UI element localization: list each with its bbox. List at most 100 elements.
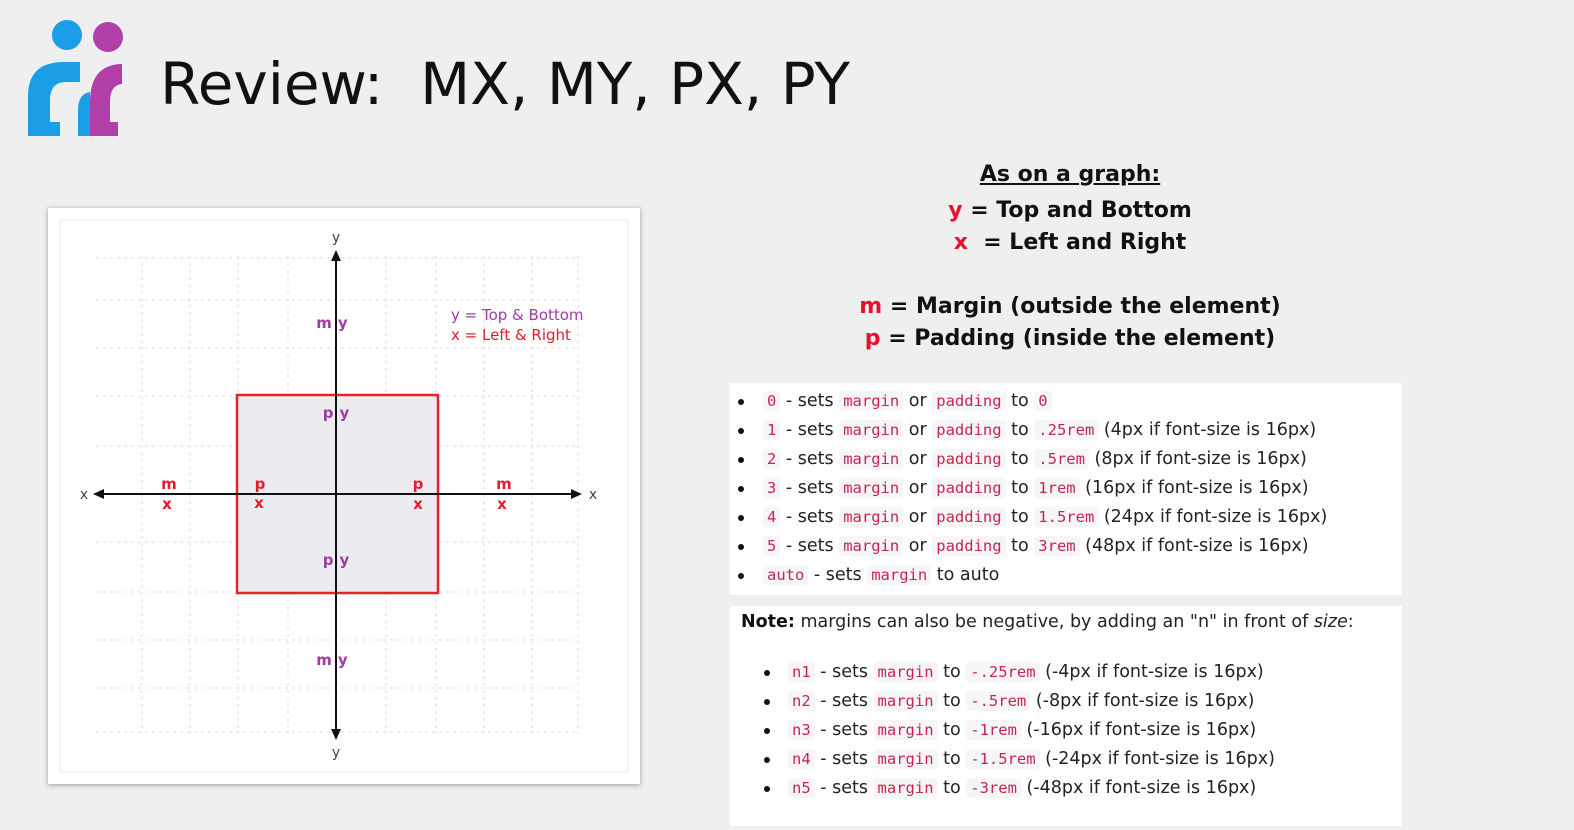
value-code: 3rem <box>1034 536 1080 556</box>
list-item-auto: auto - sets margin to auto <box>737 561 1327 590</box>
item-text: - sets <box>780 449 840 469</box>
margin-code: margin <box>839 449 904 469</box>
value-code: -3rem <box>966 778 1021 798</box>
margin-code: margin <box>873 749 938 769</box>
summary-heading: As on a graph: <box>979 162 1161 187</box>
summary-padding-line: p = Padding (inside the element) <box>830 326 1310 351</box>
note-text: Note: margins can also be negative, by a… <box>741 612 1354 632</box>
padding-code: padding <box>932 507 1006 527</box>
label-padding-right-p: p <box>413 475 424 493</box>
size-code: n2 <box>788 691 815 711</box>
list-item: n3 - sets margin to -1rem (-16px if font… <box>764 716 1275 745</box>
item-text: - sets <box>814 749 874 769</box>
summary-margin-line: m = Margin (outside the element) <box>830 294 1310 319</box>
item-text: or <box>903 391 933 411</box>
item-text: to <box>937 691 967 711</box>
item-text: to <box>937 662 967 682</box>
list-item: n2 - sets margin to -.5rem (-8px if font… <box>764 687 1275 716</box>
label-margin-top: my <box>316 314 353 332</box>
item-text: (48px if font-size is 16px) <box>1079 536 1309 556</box>
summary-m-key: m <box>859 294 883 319</box>
axis-label-x-left: x <box>80 487 88 503</box>
label-padding-top: py <box>323 404 356 422</box>
two-people-logo-icon <box>28 20 123 136</box>
value-code: 1rem <box>1034 478 1080 498</box>
item-text: - sets <box>814 720 874 740</box>
item-text: - sets <box>814 778 874 798</box>
margin-code: margin <box>839 391 904 411</box>
label-margin-right-x: x <box>497 495 507 513</box>
label-padding-bottom: py <box>323 551 356 569</box>
item-text: to <box>1005 449 1035 469</box>
value-code: -.25rem <box>966 662 1040 682</box>
size-code: 5 <box>763 536 781 556</box>
summary-y-key: y <box>948 198 963 223</box>
item-text: - sets <box>780 507 840 527</box>
list-item: n5 - sets margin to -3rem (-48px if font… <box>764 774 1275 803</box>
note-italic: size <box>1313 612 1348 632</box>
padding-code: padding <box>932 391 1006 411</box>
size-code: n3 <box>788 720 815 740</box>
value-code: -1.5rem <box>966 749 1040 769</box>
item-text: or <box>903 478 933 498</box>
item-text: (24px if font-size is 16px) <box>1098 507 1328 527</box>
value-code: 1.5rem <box>1034 507 1099 527</box>
margin-code: margin <box>839 507 904 527</box>
y-axis-top-arrow <box>331 250 341 261</box>
padding-code: padding <box>932 420 1006 440</box>
item-text: - sets <box>808 565 868 585</box>
summary-p-key: p <box>864 326 881 351</box>
note-end: : <box>1347 612 1354 632</box>
summary-x-text: = Left and Right <box>967 230 1187 255</box>
legend-y: y = Top & Bottom <box>451 306 584 324</box>
item-text: to <box>1005 478 1035 498</box>
item-text: (16px if font-size is 16px) <box>1079 478 1309 498</box>
item-text: or <box>903 536 933 556</box>
item-text: (-8px if font-size is 16px) <box>1030 691 1255 711</box>
margin-code: margin <box>873 691 938 711</box>
item-text: (-16px if font-size is 16px) <box>1020 720 1257 740</box>
item-text: - sets <box>780 536 840 556</box>
item-text: to auto <box>931 565 1000 585</box>
legend-x: x = Left & Right <box>451 326 571 344</box>
summary-x-key: x <box>953 230 968 255</box>
list-item: 4 - sets margin or padding to 1.5rem (24… <box>737 503 1328 532</box>
label-padding-right-x: x <box>413 495 423 513</box>
size-code: 2 <box>763 449 781 469</box>
margin-padding-diagram: x x y y y = Top & Bottom x = Left & Righ… <box>48 208 640 784</box>
diagram-canvas: x x y y y = Top & Bottom x = Left & Righ… <box>59 219 629 773</box>
value-code: .5rem <box>1034 449 1089 469</box>
margin-code: margin <box>873 778 938 798</box>
value-code: 0 <box>1034 391 1052 411</box>
value-code: .25rem <box>1034 420 1099 440</box>
summary-x-line: x = Left and Right <box>830 230 1310 255</box>
y-axis-bottom-arrow <box>331 729 341 740</box>
margin-code: margin <box>873 662 938 682</box>
item-text: to <box>937 778 967 798</box>
item-text: or <box>903 507 933 527</box>
item-text: to <box>1005 420 1035 440</box>
list-item: n1 - sets margin to -.25rem (-4px if fon… <box>764 658 1275 687</box>
list-item: 5 - sets margin or padding to 3rem (48px… <box>737 532 1327 561</box>
list-item: 3 - sets margin or padding to 1rem (16px… <box>737 474 1327 503</box>
item-text: (-24px if font-size is 16px) <box>1039 749 1275 769</box>
item-text: - sets <box>780 420 840 440</box>
size-code: 4 <box>763 507 781 527</box>
label-padding-left-x: x <box>254 494 264 512</box>
axis-label-x-right: x <box>589 487 597 503</box>
value-code: -.5rem <box>966 691 1031 711</box>
list-item: 1 - sets margin or padding to .25rem (4p… <box>737 416 1327 445</box>
item-text: to <box>1005 536 1035 556</box>
item-text: or <box>903 420 933 440</box>
value-code: -1rem <box>966 720 1021 740</box>
item-text: (-48px if font-size is 16px) <box>1020 778 1257 798</box>
list-item: 0 - sets margin or padding to 0 <box>737 387 1327 416</box>
note-body: margins can also be negative, by adding … <box>794 612 1314 632</box>
x-axis-left-arrow <box>93 489 104 499</box>
list-item: n4 - sets margin to -1.5rem (-24px if fo… <box>764 745 1275 774</box>
margin-code: margin <box>839 536 904 556</box>
spacing-sizes-list: 0 - sets margin or padding to 0 1 - sets… <box>737 387 1328 590</box>
axis-label-y-top: y <box>332 230 340 246</box>
label-margin-left-x: x <box>162 495 172 513</box>
slide-title: Review: MX, MY, PX, PY <box>160 50 850 118</box>
